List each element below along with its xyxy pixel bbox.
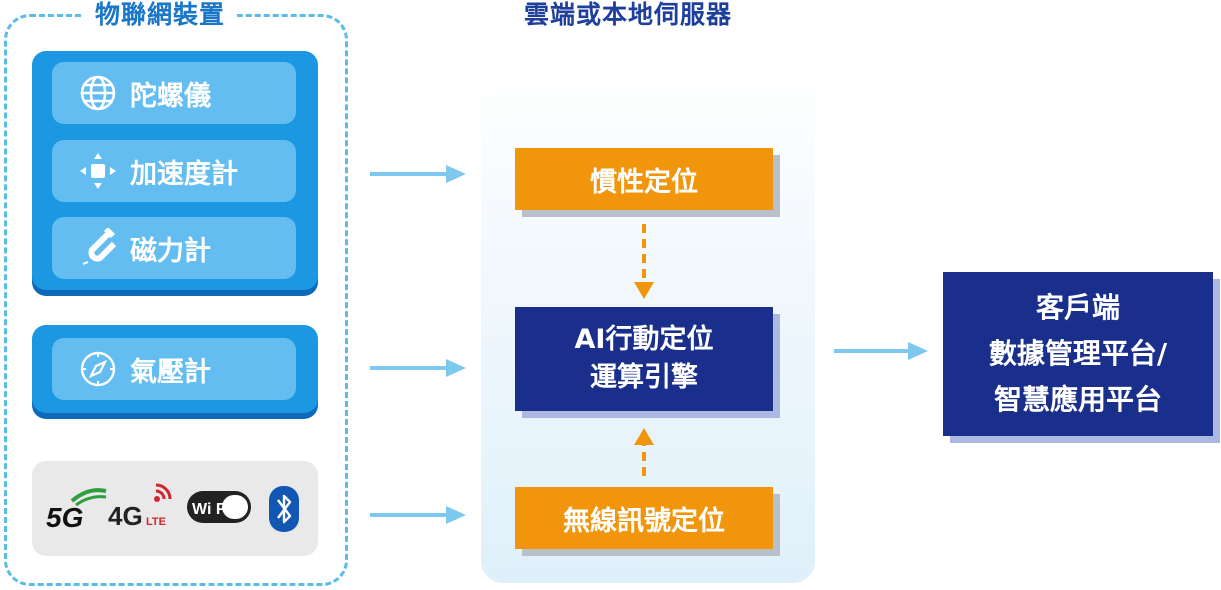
wireless-positioning-box: 無線訊號定位 xyxy=(515,487,773,549)
arrow-head xyxy=(446,506,466,524)
sensor-label: 加速度計 xyxy=(130,158,238,190)
compass-icon xyxy=(78,349,118,389)
sensor-chip-magnetometer: 磁力計 xyxy=(52,217,296,279)
barometer-panel: 氣壓計 xyxy=(32,325,318,413)
wifi-logo: Wi Fi xyxy=(187,491,251,523)
iot-devices-title: 物聯網裝置 xyxy=(83,0,238,32)
sensor-label: 陀螺儀 xyxy=(130,80,211,112)
dashed-arrow-head-up xyxy=(634,428,654,445)
client-platform-box: 客戶端 數據管理平台/ 智慧應用平台 xyxy=(943,272,1213,436)
arrow-head xyxy=(446,165,466,183)
cloud-server-title: 雲端或本地伺服器 xyxy=(512,0,745,32)
lte-text: LTE xyxy=(146,516,166,528)
sensor-chip-gyroscope: 陀螺儀 xyxy=(52,62,296,124)
four-g-lte-logo: 4G LTE xyxy=(108,483,172,531)
arrow-head xyxy=(446,359,466,377)
four-g-text: 4G xyxy=(108,501,143,531)
five-g-logo: 5G xyxy=(46,488,107,533)
globe-icon xyxy=(78,73,118,113)
inertial-positioning-label: 慣性定位 xyxy=(590,166,698,198)
wifi-text: Wi Fi xyxy=(192,501,230,518)
sensor-label: 氣壓計 xyxy=(130,356,211,388)
bluetooth-icon xyxy=(269,486,299,532)
sensor-chip-barometer: 氣壓計 xyxy=(52,338,296,400)
five-g-text: 5G xyxy=(46,502,83,533)
move-arrows-icon xyxy=(78,151,118,191)
ai-engine-line1: AI行動定位 xyxy=(574,324,714,355)
ai-positioning-engine-box: AI行動定位 運算引擎 xyxy=(515,307,773,411)
motion-sensors-panel: 陀螺儀 加速度計 磁力計 xyxy=(32,51,318,290)
arrow-head xyxy=(908,342,928,360)
client-line1: 客戶端 xyxy=(1035,291,1120,324)
dashed-arrow-head-down xyxy=(634,282,654,299)
magnet-icon xyxy=(78,228,118,268)
sensor-chip-accelerometer: 加速度計 xyxy=(52,140,296,202)
ai-engine-line2: 運算引擎 xyxy=(590,362,698,393)
wireless-positioning-label: 無線訊號定位 xyxy=(563,505,725,537)
inertial-positioning-box: 慣性定位 xyxy=(515,148,773,210)
sensor-label: 磁力計 xyxy=(130,235,211,267)
client-line2: 數據管理平台/ xyxy=(988,337,1168,370)
connectivity-panel: 5G 4G LTE Wi Fi xyxy=(32,461,318,556)
client-line3: 智慧應用平台 xyxy=(993,383,1162,416)
